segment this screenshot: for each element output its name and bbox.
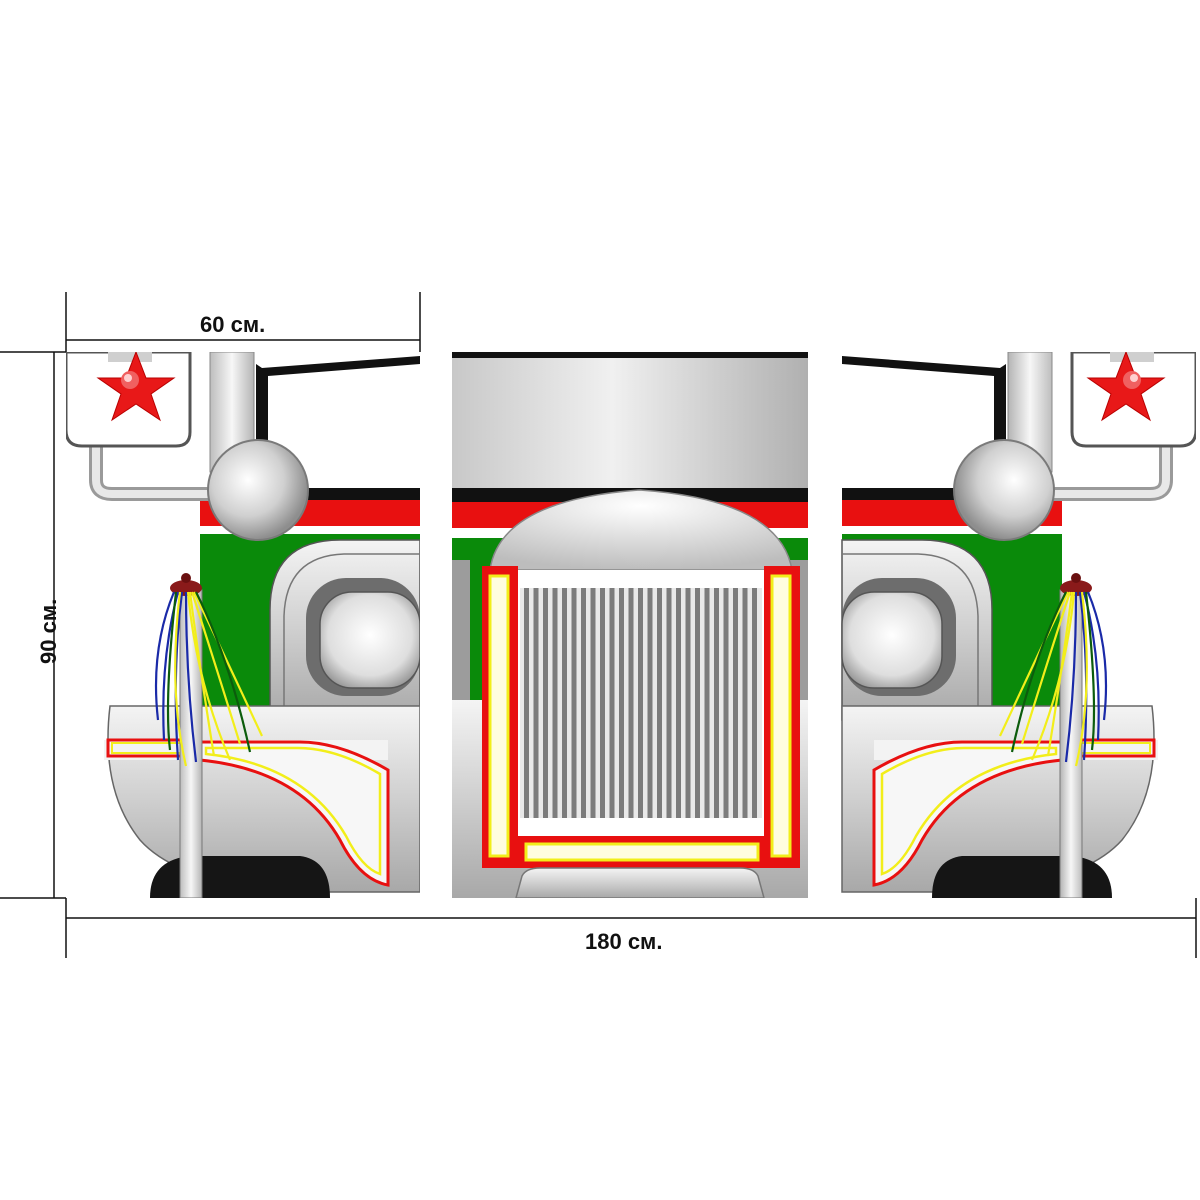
grille-bar	[571, 588, 577, 818]
grille-bar	[714, 588, 719, 818]
height-label: 90 см.	[36, 598, 61, 664]
grille-bar	[600, 588, 605, 818]
tassel-icon	[154, 573, 263, 767]
grille-bar	[676, 588, 681, 818]
star-icon	[96, 352, 176, 422]
grille-bar	[581, 588, 586, 818]
grille-bar	[562, 588, 567, 818]
grille-bar	[638, 588, 643, 818]
panel-center	[452, 352, 808, 898]
grille-bar	[723, 588, 729, 818]
grille-bar	[619, 588, 624, 818]
grille-bar	[742, 588, 748, 818]
grille-bar	[685, 588, 691, 818]
grille-bar	[657, 588, 662, 818]
panel-width-label: 60 см.	[200, 312, 266, 337]
grille	[524, 588, 757, 818]
grille-bar	[609, 588, 615, 818]
tassel-icon	[999, 573, 1108, 767]
grille-bar	[666, 588, 672, 818]
grille-bar	[552, 588, 558, 818]
grille-bar	[695, 588, 700, 818]
panel-left	[66, 352, 420, 898]
grille-bar	[733, 588, 738, 818]
grille-bar	[533, 588, 539, 818]
grille-bar	[590, 588, 596, 818]
total-width-label: 180 см.	[585, 929, 663, 954]
panel-right	[840, 352, 1196, 898]
grille-bar	[524, 588, 529, 818]
grille-bar	[628, 588, 634, 818]
dimension-lines	[0, 292, 1197, 958]
grille-bar	[704, 588, 710, 818]
grille-bar	[752, 588, 757, 818]
grille-bar	[543, 588, 548, 818]
star-icon	[1086, 352, 1166, 422]
grille-bar	[647, 588, 653, 818]
